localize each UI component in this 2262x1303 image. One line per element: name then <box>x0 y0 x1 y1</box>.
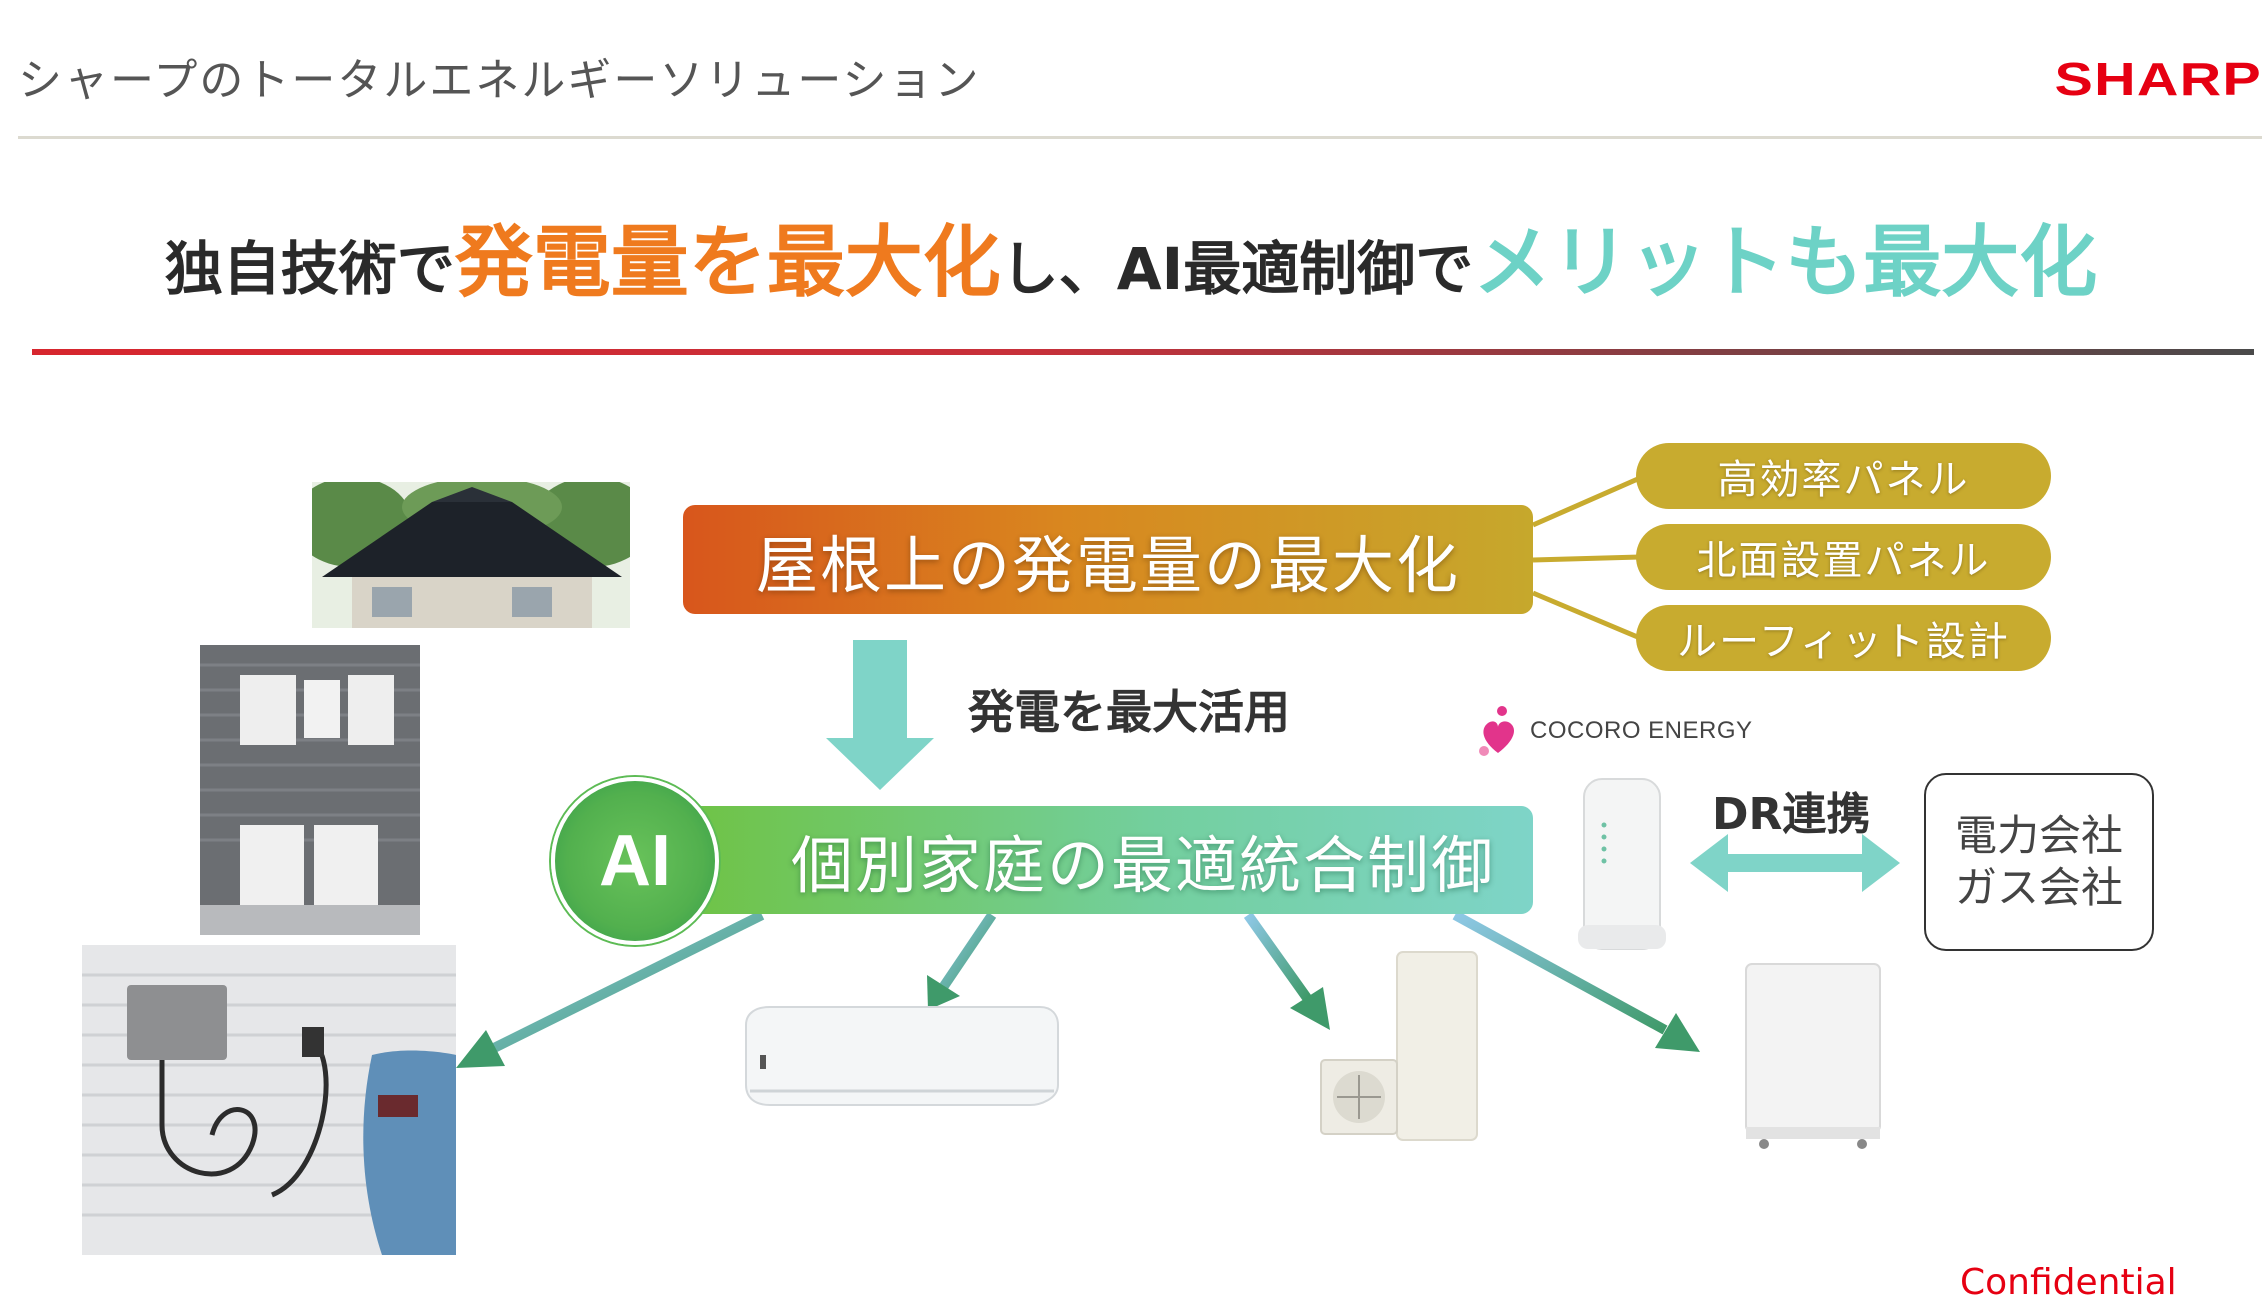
headline-part-4: メリットも最大化 <box>1473 218 2098 308</box>
ev-charger-image <box>82 945 456 1255</box>
roof-generation-box: 屋根上の発電量の最大化 <box>683 505 1533 614</box>
house-solar-image <box>312 482 630 628</box>
storage-battery-wall-image <box>200 645 420 935</box>
ai-control-box: 個別家庭の最適統合制御 <box>683 806 1533 914</box>
dr-double-arrow-icon <box>1690 834 1900 892</box>
feature-pill-north-panel: 北面設置パネル <box>1636 524 2051 590</box>
arrowhead-ecocute <box>1290 987 1330 1030</box>
down-arrow-icon <box>826 640 934 790</box>
heart-icon <box>1479 706 1514 756</box>
heat-pump-water-heater-image <box>1320 951 1478 1141</box>
company-gas: ガス会社 <box>1954 863 2123 912</box>
confidential-mark: Confidential <box>1960 1262 2177 1303</box>
company-power: 電力会社 <box>1954 810 2123 860</box>
cocoro-energy-label: COCORO ENERGY <box>1530 717 1753 744</box>
headline: 独自技術で発電量を最大化し、AI最適制御でメリットも最大化 <box>0 200 2262 312</box>
page-header-title: シャープのトータルエネルギーソリューション <box>18 55 981 106</box>
arrowhead-ev <box>456 1030 505 1068</box>
home-gateway-image <box>1578 778 1666 950</box>
flow-label: 発電を最大活用 <box>968 685 1290 739</box>
headline-part-3: し、AI最適制御で <box>1000 235 1474 303</box>
feature-pill-high-efficiency: 高効率パネル <box>1636 443 2051 509</box>
device-arrows <box>456 910 1700 1068</box>
arrowhead-aircon <box>927 975 960 1010</box>
air-conditioner-image <box>745 1006 1059 1106</box>
feature-connectors <box>1531 475 1642 641</box>
dr-link-label: DR連携 <box>1712 789 1871 840</box>
sharp-logo: SHARP <box>2054 53 2262 105</box>
header-divider <box>18 136 2262 139</box>
ai-badge: AI <box>551 777 719 945</box>
arrowhead-storage <box>1655 1013 1700 1052</box>
home-battery-image <box>1745 963 1881 1149</box>
cocoro-energy-brand: COCORO ENERGY <box>1478 705 1753 757</box>
headline-part-1: 独自技術で <box>164 235 455 303</box>
headline-part-2: 発電量を最大化 <box>454 218 1001 308</box>
utility-company-box: 電力会社 ガス会社 <box>1924 773 2154 951</box>
headline-underline <box>32 349 2254 355</box>
feature-pill-roofit-design: ルーフィット設計 <box>1636 605 2051 671</box>
